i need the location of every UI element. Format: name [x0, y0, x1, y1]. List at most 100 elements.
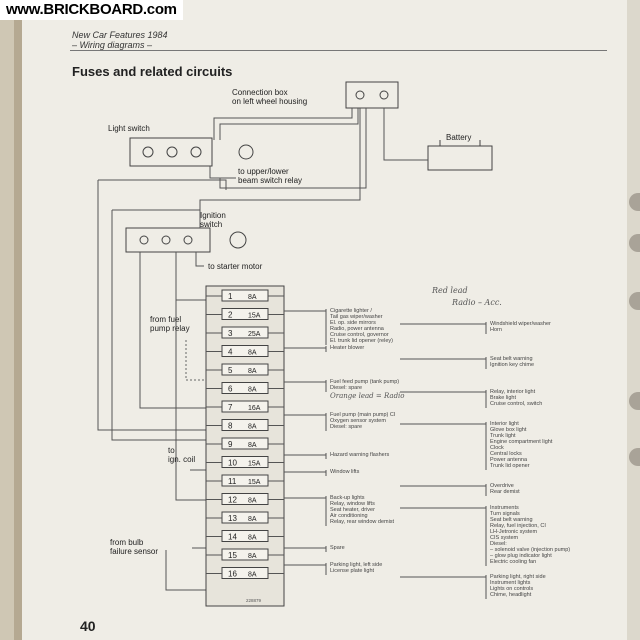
fuse-number: 12 — [228, 496, 237, 505]
mid-circuit-wires — [284, 309, 327, 575]
fuse-number: 7 — [228, 403, 233, 412]
binder-hole — [629, 292, 640, 310]
circuit-label: Overdrive Rear demist — [490, 483, 520, 495]
circuit-label: Interior light Glove box light Trunk lig… — [490, 421, 553, 469]
fuse-10: 10 15A — [206, 456, 284, 468]
ignition-switch-body — [125, 227, 211, 253]
circuit-label: Instruments Turn signals Seat belt warni… — [490, 505, 571, 565]
fuse-rating: 8A — [248, 442, 257, 449]
circuit-label: Parking light, right side Instrument lig… — [490, 574, 546, 598]
header-rule — [70, 50, 607, 51]
fuse-rating: 8A — [248, 368, 257, 375]
fuel-relay-label: from fuel pump relay — [150, 315, 190, 333]
fuse-rating: 16A — [248, 405, 261, 412]
beam-relay-label: to upper/lower beam switch relay — [238, 167, 303, 185]
fuse-number: 15 — [228, 551, 237, 560]
fuse-13: 13 8A — [206, 511, 284, 524]
ign-coil-label: to ign. coil — [168, 446, 196, 464]
fuse-number: 8 — [228, 422, 233, 431]
fuse-rating: 15A — [248, 461, 261, 468]
fuse-number: 9 — [228, 440, 233, 449]
fuse-number: 5 — [228, 366, 233, 375]
ignition-key-symbol — [229, 231, 247, 249]
fuse-rating: 8A — [248, 516, 257, 523]
fuse-15: 15 8A — [206, 548, 284, 561]
circuit-label: Fuel feed pump (tank pump) Diesel: spare — [330, 379, 400, 391]
fuse-number: 1 — [228, 292, 233, 301]
binder-hole — [629, 448, 640, 466]
manual-page — [22, 0, 627, 640]
fuse-14: 14 8A — [206, 530, 284, 542]
watermark: www.BRICKBOARD.com — [0, 0, 183, 20]
handwritten-note: Orange lead = Radio — [330, 392, 405, 400]
right-circuit-wires — [400, 322, 487, 599]
starter-label: to starter motor — [208, 262, 263, 271]
light-switch-knob — [238, 144, 254, 160]
circuit-label: Relay, interior light Brake light Cruise… — [490, 389, 543, 407]
circuit-label: Window lifts — [330, 469, 360, 475]
fuse-rating: 15A — [248, 313, 261, 320]
binder-hole — [629, 392, 640, 410]
circuit-label: Heater blower — [330, 345, 365, 351]
handwritten-note: Radio – Acc. — [452, 298, 502, 307]
fuse-rating: 8A — [248, 294, 257, 301]
terminal — [379, 90, 389, 100]
fuse-number: 3 — [228, 329, 233, 338]
drawing-id: 228879 — [246, 598, 262, 603]
header-line-1: New Car Features 1984 — [72, 30, 168, 40]
ignition-switch-label: Ignition switch — [200, 211, 226, 229]
fuse-number: 13 — [228, 514, 237, 523]
battery-label: Battery — [446, 133, 472, 142]
bulb-sensor-label: from bulb failure sensor — [110, 538, 159, 556]
light-switch-label: Light switch — [108, 124, 150, 133]
fuse-rating: 8A — [248, 387, 257, 394]
fuse-number: 10 — [228, 459, 237, 468]
fuse-3: 3 25A — [206, 326, 284, 339]
battery-symbol — [427, 145, 493, 171]
fuse-7: 7 16A — [206, 400, 284, 413]
binder-hole — [629, 234, 640, 252]
fuse-11: 11 15A — [206, 474, 284, 487]
fuse-rating: 15A — [248, 479, 261, 486]
fuse-2: 2 15A — [206, 308, 284, 320]
circuit-label: Windshield wiper/washer Horn — [490, 321, 551, 333]
fuse-number: 4 — [228, 348, 233, 357]
fuse-rating: 8A — [248, 350, 257, 357]
binder-hole — [629, 193, 640, 211]
circuit-label: Spare — [330, 545, 345, 551]
circuit-label: Parking light, left side License plate l… — [330, 562, 383, 574]
fuse-5: 5 8A — [206, 363, 284, 376]
circuit-label: Cigarette lighter / Tail gas wiper/washe… — [330, 308, 393, 344]
circuit-label: Back-up lights Relay, window lifts Seat … — [330, 495, 395, 525]
fuse-number: 6 — [228, 385, 233, 394]
page-number: 40 — [80, 618, 96, 634]
fuse-rating: 8A — [248, 572, 257, 579]
fuse-number: 2 — [228, 311, 233, 320]
circuit-label: Seat belt warning Ignition key chime — [490, 356, 535, 368]
light-switch-body — [129, 137, 213, 167]
fuse-9: 9 8A — [206, 437, 284, 450]
circuit-label: Fuel pump (main pump) CI Oxygen sensor s… — [330, 412, 396, 430]
fuse-number: 16 — [228, 570, 237, 579]
fuse-rating: 8A — [248, 553, 257, 560]
binder-strip — [14, 0, 24, 640]
fuse-rating: 8A — [248, 498, 257, 505]
fuse-rating: 8A — [248, 424, 257, 431]
handwritten-note: Red lead — [432, 286, 468, 295]
fuse-rating: 8A — [248, 535, 257, 542]
fuse-16: 16 8A — [206, 567, 284, 579]
circuit-label: Hazard warning flashers — [330, 452, 390, 458]
terminal — [355, 90, 365, 100]
connection-box-label: Connection box on left wheel housing — [232, 88, 308, 106]
fuse-number: 11 — [228, 477, 237, 486]
header-line-2: – Wiring diagrams – — [72, 40, 152, 50]
fuse-rows: 1 8A 2 15A 3 25A 4 8A 5 8A 6 8A 7 16A 8 8A 9 8A 10 15A 11 15A… — [206, 289, 284, 579]
fuse-rating: 25A — [248, 331, 261, 338]
page-title: Fuses and related circuits — [72, 64, 233, 79]
fuse-1: 1 8A — [206, 289, 284, 302]
page-edge — [627, 0, 640, 640]
fuse-12: 12 8A — [206, 493, 284, 505]
fuse-number: 14 — [228, 533, 237, 542]
connection-box — [345, 81, 399, 109]
